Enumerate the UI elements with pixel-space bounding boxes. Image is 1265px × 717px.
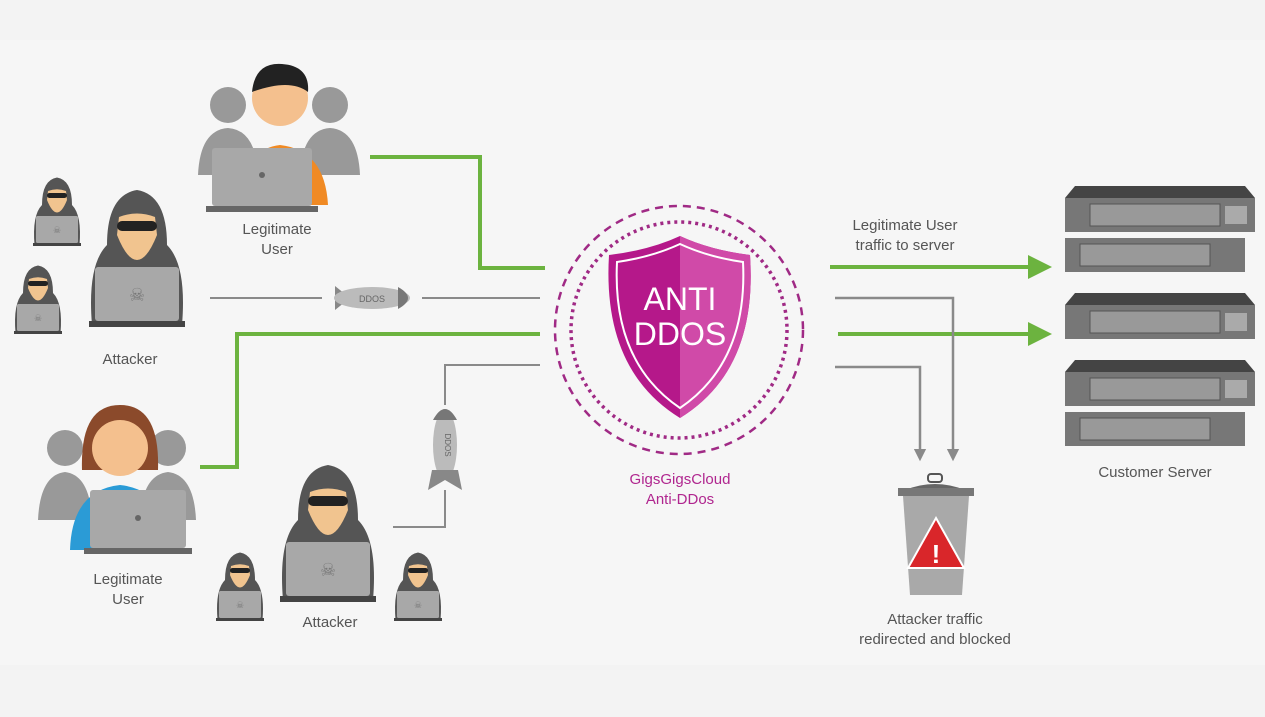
legitimate-user-bottom xyxy=(38,405,196,554)
blocked-arrow-2 xyxy=(835,365,927,462)
svg-text:ANTI: ANTI xyxy=(644,281,717,317)
legit-line-top xyxy=(370,155,545,270)
attacker-group-bottom xyxy=(216,465,442,621)
ddos-missile-icon: DDOS xyxy=(322,286,422,310)
customer-server-stack xyxy=(1064,185,1256,446)
attack-line-bottom xyxy=(393,364,540,528)
trash-can-icon: ! xyxy=(898,473,974,595)
blocked-arrow-1 xyxy=(835,296,960,462)
left-attacker-label: Attacker xyxy=(102,351,158,368)
anti-ddos-shield: ANTI DDOS xyxy=(553,204,805,456)
legit-line-bottom xyxy=(200,332,540,469)
svg-text:DDOS: DDOS xyxy=(359,294,385,304)
svg-text:DDOS: DDOS xyxy=(443,433,452,456)
legitimate-user-top xyxy=(198,63,360,212)
attacker-group-left xyxy=(14,177,185,334)
bottom-attacker-label: Attacker xyxy=(302,614,358,631)
warning-icon: ! xyxy=(932,539,941,569)
svg-text:DDOS: DDOS xyxy=(634,316,726,352)
ddos-rocket-icon: DDOS xyxy=(428,405,462,490)
customer-server-label: Customer Server xyxy=(1098,464,1212,481)
